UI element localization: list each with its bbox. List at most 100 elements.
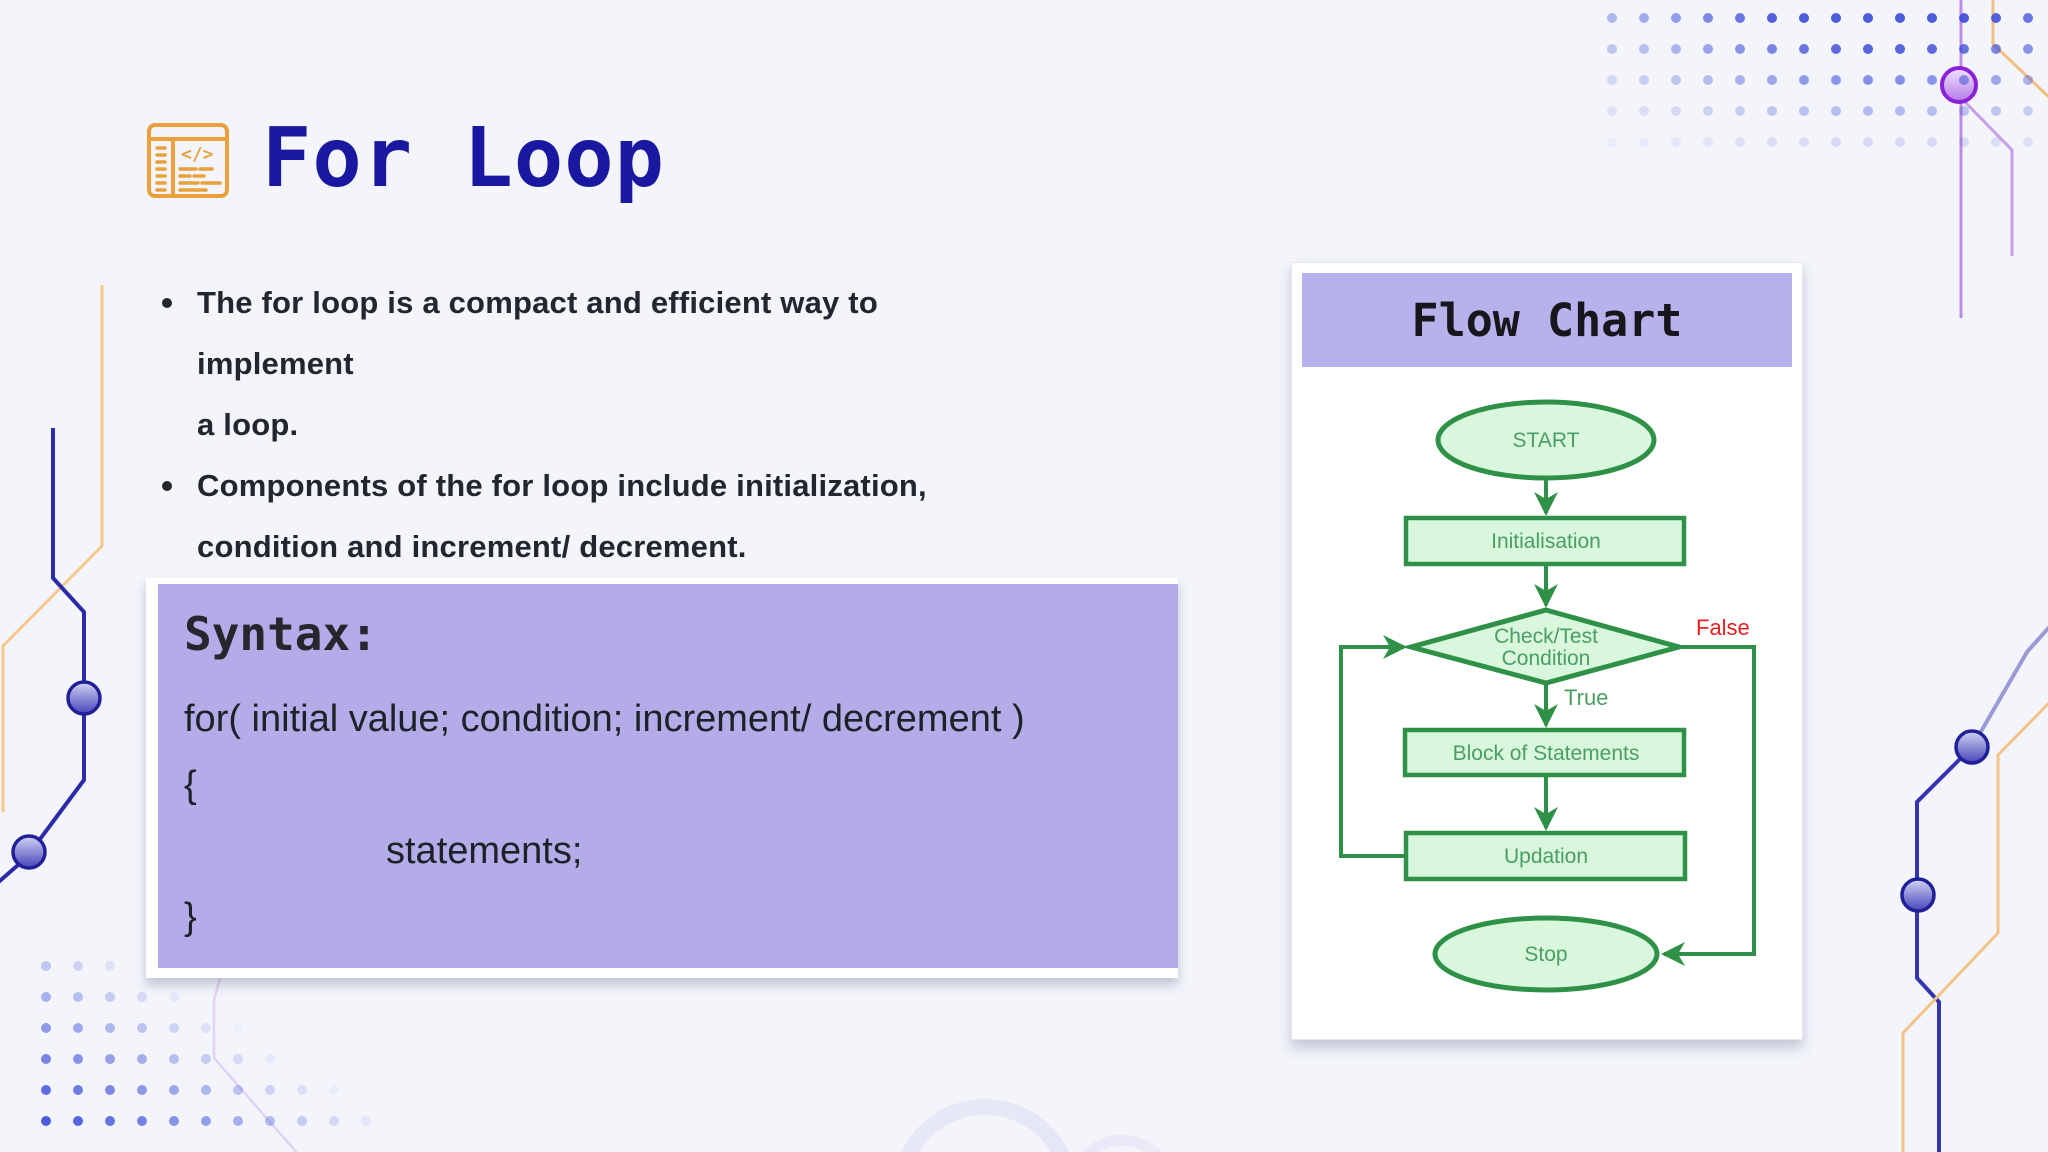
deco-dot [105,961,115,971]
deco-dot [41,1054,51,1064]
svg-text:</>: </> [181,144,214,165]
deco-dot [1607,106,1617,116]
deco-dot [1959,137,1969,147]
deco-dot [1799,75,1809,85]
syntax-code: for( initial value; condition; increment… [184,686,1178,950]
deco-dot [137,992,147,1002]
deco-dot [1703,137,1713,147]
deco-dot [1607,137,1617,147]
deco-dot [1799,44,1809,54]
deco-dot [1607,13,1617,23]
deco-dot [265,1085,275,1095]
deco-dot [1767,75,1777,85]
deco-dot [1639,137,1649,147]
deco-dot [105,1023,115,1033]
deco-dot [1671,75,1681,85]
deco-dot [1927,44,1937,54]
deco-dot [41,1085,51,1095]
deco-dot [1703,75,1713,85]
deco-dot [265,1116,275,1126]
deco-dot [73,1085,83,1095]
deco-dot [2023,13,2033,23]
flow-loopback-arrow [1339,635,1407,858]
deco-dot [41,961,51,971]
circuit-node-icon [1940,66,1978,104]
node-block-label: Block of Statements [1453,742,1640,765]
deco-dot [329,1116,339,1126]
deco-dot [41,1116,51,1126]
deco-dot [1895,13,1905,23]
node-start [1435,399,1657,481]
deco-dot [137,1023,147,1033]
deco-dot [1671,44,1681,54]
deco-dot [1799,106,1809,116]
deco-dot [1639,13,1649,23]
deco-dot [361,1116,371,1126]
circuit-node-icon [1900,877,1936,913]
bullet-text: The for loop is a compact and efficient … [197,285,878,381]
syntax-box: Syntax: for( initial value; condition; i… [158,584,1178,968]
circuit-lines-top-right [1940,0,2048,318]
deco-dot [41,992,51,1002]
deco-dot [105,1085,115,1095]
deco-dot [1991,106,2001,116]
deco-dot [2023,75,2033,85]
deco-dot [1799,137,1809,147]
flowchart-header: Flow Chart [1302,273,1792,367]
circuit-node-icon [1954,729,1990,765]
deco-dot [1959,75,1969,85]
deco-dot [1863,137,1873,147]
deco-dot [233,1054,243,1064]
node-updation-label: Updation [1504,845,1588,868]
deco-dot [73,1023,83,1033]
deco-dot [1863,106,1873,116]
deco-dot [2023,106,2033,116]
circuit-lines-bottom-right [1900,625,2048,1152]
deco-dot [1831,13,1841,23]
deco-dot [73,961,83,971]
code-line-close-brace: } [184,896,197,938]
deco-dot [1767,44,1777,54]
code-window-icon: </> [147,123,229,198]
deco-dot [201,1023,211,1033]
flow-false-arrow [1661,645,1756,966]
code-line-for: for( initial value; condition; increment… [184,698,1025,740]
deco-dot [1639,75,1649,85]
flowchart-diagram: START Initialisation Check/Test Conditio… [1339,399,1756,993]
deco-dot [1959,13,1969,23]
deco-dot [233,1023,243,1033]
bullet-item: Components of the for loop include initi… [150,455,1030,577]
circuit-lines-left [0,285,104,884]
deco-dot [1895,137,1905,147]
deco-dot [1799,13,1809,23]
deco-dot [1735,106,1745,116]
deco-dot [105,1054,115,1064]
syntax-card: Syntax: for( initial value; condition; i… [146,578,1178,978]
deco-dot [1671,106,1681,116]
deco-dot [1735,75,1745,85]
bullet-dot-icon [162,481,172,491]
node-block [1402,727,1687,778]
bullet-text: condition and increment/ decrement. [197,529,747,564]
deco-dot [1959,44,1969,54]
deco-dot [1863,75,1873,85]
deco-dot [1991,44,2001,54]
deco-dot [1863,44,1873,54]
deco-dot [1927,137,1937,147]
deco-dot [1927,106,1937,116]
deco-dot [1959,106,1969,116]
circuit-node-icon [11,834,47,870]
node-updation [1403,830,1688,882]
bullet-item: The for loop is a compact and efficient … [150,272,1030,455]
dot-grid-top-right [1607,13,2033,147]
deco-dot [1671,13,1681,23]
title-row: </> For Loop [146,118,665,200]
node-initialisation [1403,515,1687,567]
deco-dot [1927,75,1937,85]
deco-dot [1607,75,1617,85]
node-start-label: START [1513,429,1580,452]
node-initialisation-label: Initialisation [1491,530,1601,553]
deco-dot [1607,44,1617,54]
deco-dot [297,1085,307,1095]
deco-dot [233,1116,243,1126]
